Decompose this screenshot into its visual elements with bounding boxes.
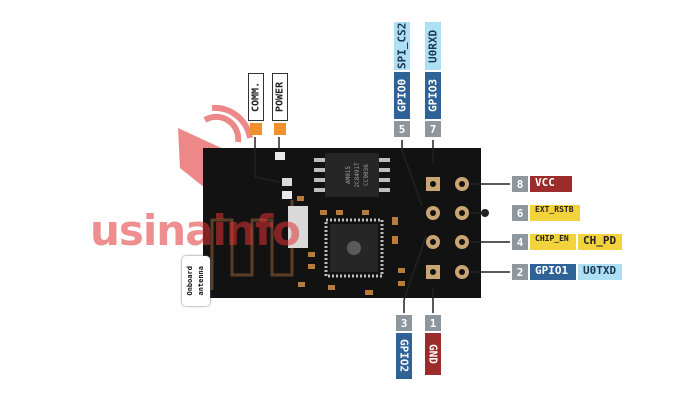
antenna-label-line1: Onboard <box>186 266 194 296</box>
smd-part <box>308 264 315 269</box>
pin-8-label-vcc: VCC <box>530 176 572 192</box>
pin-3-number: 3 <box>396 315 412 331</box>
chip-text-3: CC9036 <box>363 164 370 186</box>
chip-text-1: AM015 <box>345 166 352 184</box>
smd-part <box>392 236 398 244</box>
pin-2-number: 2 <box>512 264 528 280</box>
pin-7-label-gpio3: GPIO3 <box>425 72 441 119</box>
smd-part <box>398 268 405 273</box>
smd-part <box>328 285 335 290</box>
antenna-label-line2: antenna <box>197 266 205 296</box>
power-led-marker <box>274 123 286 135</box>
pin-7-number: 7 <box>425 121 441 137</box>
flash-chip-pins <box>376 188 390 192</box>
ext-rstb-dot <box>481 209 489 217</box>
comm-led-marker <box>250 123 262 135</box>
smd-part <box>398 281 405 286</box>
flash-chip-pins <box>376 178 390 182</box>
flash-chip-pins <box>314 178 328 182</box>
pin-2-label-gpio1: GPIO1 <box>530 264 576 280</box>
pin-3-label-gpio2: GPIO2 <box>396 333 412 379</box>
antenna-trace <box>210 200 294 290</box>
smd-part <box>275 152 285 160</box>
leader-lines <box>254 137 510 313</box>
pin-6-number: 6 <box>512 205 528 221</box>
smd-part <box>336 210 343 215</box>
pin-1-number: 1 <box>425 315 441 331</box>
watermark-text: usinainfo <box>90 206 301 255</box>
pin-header <box>426 177 469 279</box>
flash-chip-pins <box>376 168 390 172</box>
chip-text-2: 2C8491T <box>354 162 361 188</box>
smd-part <box>297 196 304 201</box>
smd-part <box>308 252 315 257</box>
pin-6-label-ext-rstb: EXT_RSTB <box>530 205 580 221</box>
onboard-antenna-tag: Onboard antenna <box>182 256 210 306</box>
pin-5-label-spi-cs2: SPI_CS2 <box>394 22 410 70</box>
pin-1-label-gnd: GND <box>425 333 441 375</box>
pin-2-label-u0txd: U0TXD <box>578 264 622 280</box>
pin-4-number: 4 <box>512 234 528 250</box>
flash-chip <box>325 153 379 197</box>
power-led-label: POWER <box>272 73 288 121</box>
pin-5-number: 5 <box>394 121 410 137</box>
smd-part <box>392 217 398 225</box>
flash-chip-pins <box>314 188 328 192</box>
flash-chip-pins <box>314 168 328 172</box>
espressif-logo <box>347 241 361 255</box>
led-comm <box>282 178 292 186</box>
pin-4-label-chip-en: CHIP_EN <box>530 234 576 250</box>
led-power <box>282 191 292 199</box>
flash-chip-pins <box>314 158 328 162</box>
smd-part <box>365 290 373 295</box>
pin-8-number: 8 <box>512 176 528 192</box>
pin-4-label-ch-pd: CH_PD <box>578 234 622 250</box>
crystal <box>288 206 308 248</box>
comm-led-label: COMM. <box>248 73 264 121</box>
pin-7-label-u0rxd: U0RXD <box>425 22 441 70</box>
smd-part <box>362 210 369 215</box>
smd-part <box>320 210 327 215</box>
flash-chip-pins <box>376 158 390 162</box>
esp8266-pins <box>324 218 384 278</box>
pin-5-label-gpio0: GPIO0 <box>394 72 410 119</box>
smd-part <box>298 282 305 287</box>
